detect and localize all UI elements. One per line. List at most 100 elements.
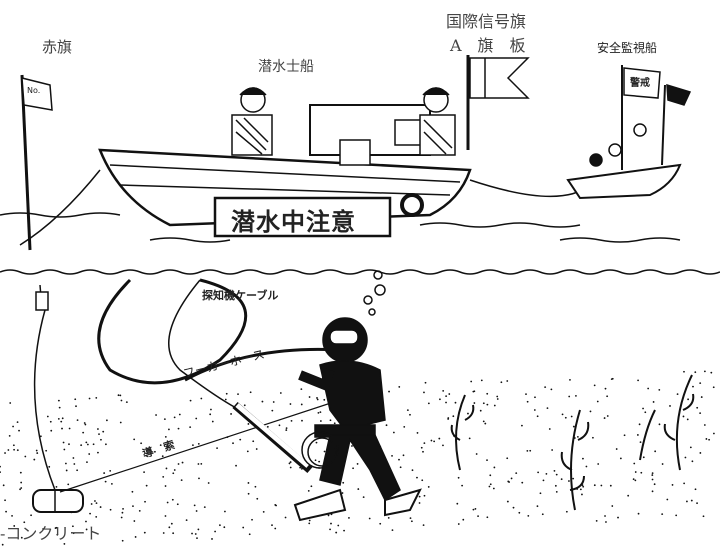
seabed-dot [317, 411, 320, 414]
seabed-dot [4, 499, 6, 502]
seabed-dot [703, 424, 706, 426]
seabed-dot [24, 455, 27, 458]
seabed-dot [163, 418, 166, 420]
seabed-dot [687, 398, 690, 401]
safety-boat [566, 65, 692, 200]
seabed-dot [335, 531, 338, 534]
seabed-dot [271, 524, 273, 527]
seabed-dot [121, 539, 124, 542]
seabed-dot [702, 515, 705, 518]
seabed-dot [61, 427, 63, 430]
seabed-dot [57, 399, 60, 402]
seabed-dot [581, 493, 583, 496]
seabed-dot [35, 449, 38, 452]
seabed-dot [422, 450, 424, 453]
seabed-dot [103, 472, 106, 474]
seabed-dot [638, 423, 641, 426]
seabed-dot [252, 440, 255, 443]
seabed-dot [94, 500, 96, 502]
seabed-dot [653, 483, 656, 486]
seabed-dot [330, 522, 332, 525]
seabed-dot [548, 428, 551, 430]
seabed-dot [609, 484, 612, 487]
seabed-dot [71, 525, 74, 528]
seabed-dot [237, 393, 239, 396]
seabed-dot [542, 479, 545, 482]
seabed-dot [506, 500, 509, 503]
seabed-dot [597, 463, 600, 465]
seabed-dot [421, 479, 424, 482]
seabed-dot [308, 522, 311, 525]
seabed-dot [68, 443, 70, 446]
seabed-dot [189, 399, 192, 402]
seabed-dot [510, 477, 513, 480]
seabed-dot [493, 404, 496, 407]
seabed-dot [569, 378, 571, 381]
water-surface [0, 212, 720, 275]
seabed-dot [416, 476, 418, 479]
red-flag-buoy [20, 74, 53, 251]
seabed-dot [134, 536, 137, 538]
seabed-dot [637, 379, 639, 382]
seabed-dot [445, 401, 447, 404]
seabed-dot [684, 456, 687, 459]
seabed-dot [461, 484, 464, 487]
seabed-dot [689, 446, 692, 449]
seabed-dot [109, 469, 112, 472]
seabed-dot [652, 401, 655, 403]
seabed-dot [683, 482, 686, 485]
seabed-dot [595, 519, 598, 522]
seabed-dot [479, 409, 482, 412]
seabed-dot [696, 406, 699, 409]
seabed-dot [423, 494, 426, 497]
seabed-dot [67, 483, 70, 486]
seabed-dot [225, 392, 228, 395]
seabed-dot [486, 516, 489, 519]
seabed-dot [198, 477, 200, 480]
seabed-dot [301, 419, 303, 422]
seabed-dot [318, 460, 321, 463]
seabed-dot [391, 529, 394, 532]
seabed-dot [705, 438, 708, 440]
seabed-dot [16, 421, 19, 424]
seabed-dot [105, 443, 107, 446]
seabed-dot [140, 442, 143, 445]
seabed-dot [611, 505, 614, 507]
diver-boat-label: 潜水士船 [258, 59, 314, 75]
seabed-dot [235, 464, 237, 467]
seabed-dot [642, 456, 645, 459]
seabed-dot [63, 448, 66, 451]
seabed-dot [308, 519, 311, 522]
seabed-dot [699, 452, 702, 454]
seabed-dot [85, 441, 88, 444]
seabed-dot [682, 415, 685, 418]
seabed-dot [125, 401, 128, 404]
seabed-dot [468, 437, 471, 440]
seabed-dot [121, 511, 124, 514]
seabed-dot [168, 526, 171, 529]
seabed-dot [95, 502, 98, 505]
seabed-dot [439, 398, 441, 401]
seabed-dot [75, 405, 77, 408]
seabed-dot [211, 420, 214, 423]
seabed-dot [20, 487, 23, 489]
seabed-dot [642, 407, 644, 410]
seabed-dot [191, 532, 193, 535]
seabed-dot [86, 461, 88, 464]
seabed-dot [224, 398, 227, 401]
seabed-dot [423, 442, 426, 445]
seabed-dot [555, 490, 558, 493]
seabed-dot [307, 489, 310, 492]
seabed-dot [576, 436, 579, 438]
seabed-dot [177, 427, 180, 430]
seabed-dot [20, 481, 23, 484]
seabed-dot [488, 485, 491, 488]
seabed-dot [661, 513, 664, 516]
seabed-dot [185, 519, 188, 521]
seabed-dot [64, 462, 67, 465]
signal-flag-label-line1: 国際信号旗 [446, 12, 527, 31]
seabed-dot [33, 458, 36, 461]
seabed-dot [387, 517, 390, 519]
seabed-dot [285, 429, 288, 431]
seabed-dot [117, 394, 120, 397]
